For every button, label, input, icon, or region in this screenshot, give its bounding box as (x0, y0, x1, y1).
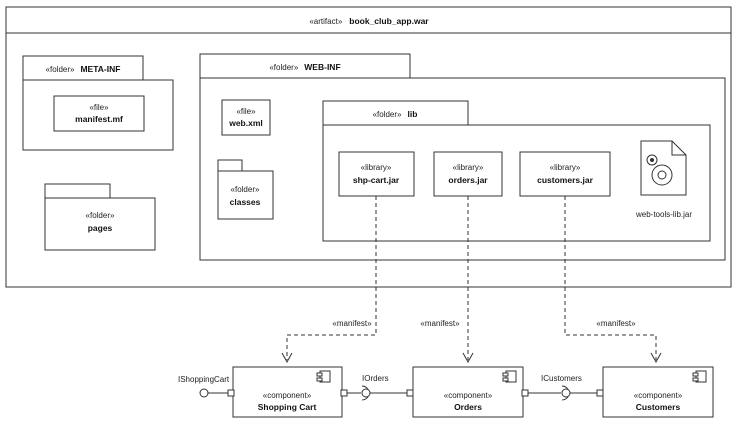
folder-pages: «folder» pages (44, 183, 156, 251)
component-shopping-cart: «component» Shopping Cart (232, 366, 343, 418)
manifest-stereotype: «file» (89, 103, 109, 112)
icustomers-label: ICustomers (541, 374, 582, 383)
iorders-label: IOrders (362, 374, 389, 383)
classes-stereotype: «folder» (231, 185, 260, 194)
library-customers: «library» customers.jar (519, 151, 611, 197)
library-stereotype: «library» (453, 163, 484, 172)
component-icon (502, 370, 517, 383)
component-customers: «component» Customers (602, 366, 714, 418)
component-orders: «component» Orders (412, 366, 524, 418)
manifest-name: manifest.mf (75, 114, 123, 124)
component-name: Orders (454, 402, 482, 412)
library-name: shp-cart.jar (353, 175, 400, 185)
manifest-dependency-shopping-cart: «manifest» (281, 196, 377, 364)
pages-stereotype: «folder» (86, 211, 115, 220)
manifest-label: «manifest» (420, 319, 460, 328)
classes-name: classes (230, 197, 261, 207)
manifest-label: «manifest» (332, 319, 372, 328)
library-shp-cart: «library» shp-cart.jar (338, 151, 415, 197)
component-icon (316, 370, 331, 383)
document-gear-icon (640, 140, 687, 196)
web-inf-title: «folder» WEB-INF (269, 57, 340, 74)
library-stereotype: «library» (361, 163, 392, 172)
manifest-dependency-customers: «manifest» (564, 196, 662, 364)
interface-icustomers: ICustomers (521, 374, 604, 401)
library-stereotype: «library» (550, 163, 581, 172)
artifact-title: «artifact» book_club_app.war (309, 11, 429, 28)
component-icon (692, 370, 707, 383)
web-tools-lib-label: web-tools-lib.jar (635, 210, 692, 219)
manifest-label: «manifest» (596, 319, 636, 328)
ishoppingcart-label: IShoppingCart (178, 375, 230, 384)
library-name: customers.jar (537, 175, 593, 185)
file-manifest-mf: «file» manifest.mf (53, 95, 145, 132)
manifest-dependency-orders: «manifest» (420, 196, 474, 364)
component-stereotype: «component» (444, 391, 493, 400)
component-name: Customers (636, 402, 681, 412)
component-stereotype: «component» (634, 391, 683, 400)
web-xml-name: web.xml (228, 118, 263, 128)
pages-name: pages (88, 223, 113, 233)
library-name: orders.jar (448, 175, 488, 185)
interface-ishoppingcart: IShoppingCart (178, 375, 235, 398)
file-web-xml: «file» web.xml (221, 99, 271, 136)
web-xml-stereotype: «file» (236, 107, 256, 116)
library-orders: «library» orders.jar (433, 151, 503, 197)
lib-title: «folder» lib (373, 104, 418, 121)
folder-classes: «folder» classes (217, 159, 274, 220)
component-stereotype: «component» (263, 391, 312, 400)
component-name: Shopping Cart (258, 402, 317, 412)
meta-inf-title: «folder» META-INF (46, 59, 121, 76)
interface-iorders: IOrders (340, 374, 414, 401)
